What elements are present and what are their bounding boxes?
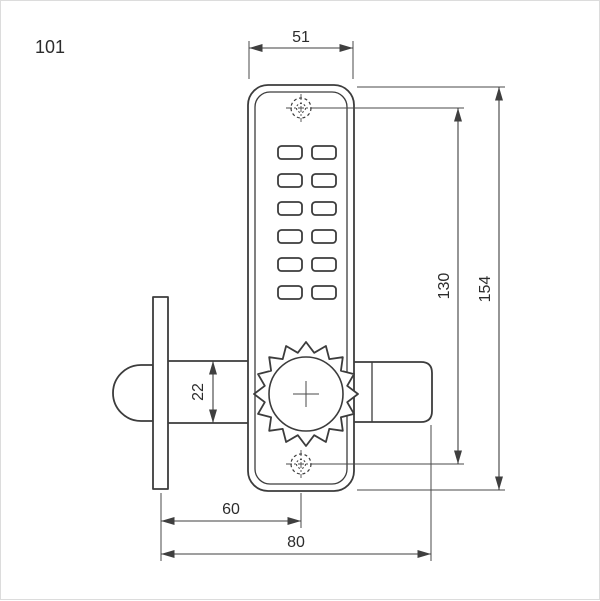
dim-screw-spacing-label: 130 — [436, 273, 453, 300]
screw-hole-top-outer — [290, 97, 312, 119]
dimension-backset: 60 — [160, 493, 302, 561]
screw-hole-bottom-inner — [296, 459, 306, 469]
keypad-button — [311, 285, 337, 300]
keypad-button — [277, 229, 303, 244]
dim-overall-depth-label: 80 — [287, 534, 305, 551]
keypad-button — [311, 229, 337, 244]
keypad-button — [277, 173, 303, 188]
keypad-button — [311, 257, 337, 272]
turn-knob — [253, 341, 359, 447]
spindle-housing-right — [352, 361, 433, 423]
keypad-button — [311, 145, 337, 160]
screw-hole-bottom — [286, 450, 316, 478]
latch-assembly — [112, 296, 433, 490]
keypad-button — [277, 257, 303, 272]
dimension-latch-height: 22 — [190, 361, 218, 423]
keypad-button — [277, 145, 303, 160]
dimension-screw-spacing: 130 — [314, 107, 464, 465]
screw-hole-top-inner — [296, 103, 306, 113]
keypad-button — [277, 201, 303, 216]
dim-body-width-label: 51 — [292, 29, 310, 46]
screw-hole-top — [286, 94, 316, 122]
dimension-body-height: 154 — [357, 86, 505, 491]
dim-backset-label: 60 — [222, 501, 240, 518]
dim-body-height-label: 154 — [477, 276, 494, 303]
lock-body-inner-outline — [254, 91, 348, 485]
part-number-label: 101 — [35, 37, 65, 57]
dimension-overall-depth: 80 — [161, 425, 432, 561]
faceplate — [152, 296, 169, 490]
screw-hole-bottom-outer — [290, 453, 312, 475]
dimension-body-width: 51 — [248, 29, 354, 79]
dim-latch-height-label: 22 — [190, 383, 207, 401]
keypad — [277, 145, 337, 300]
keypad-button — [311, 173, 337, 188]
keypad-button — [277, 285, 303, 300]
keypad-button — [311, 201, 337, 216]
latch-bolt-cap — [112, 364, 154, 422]
